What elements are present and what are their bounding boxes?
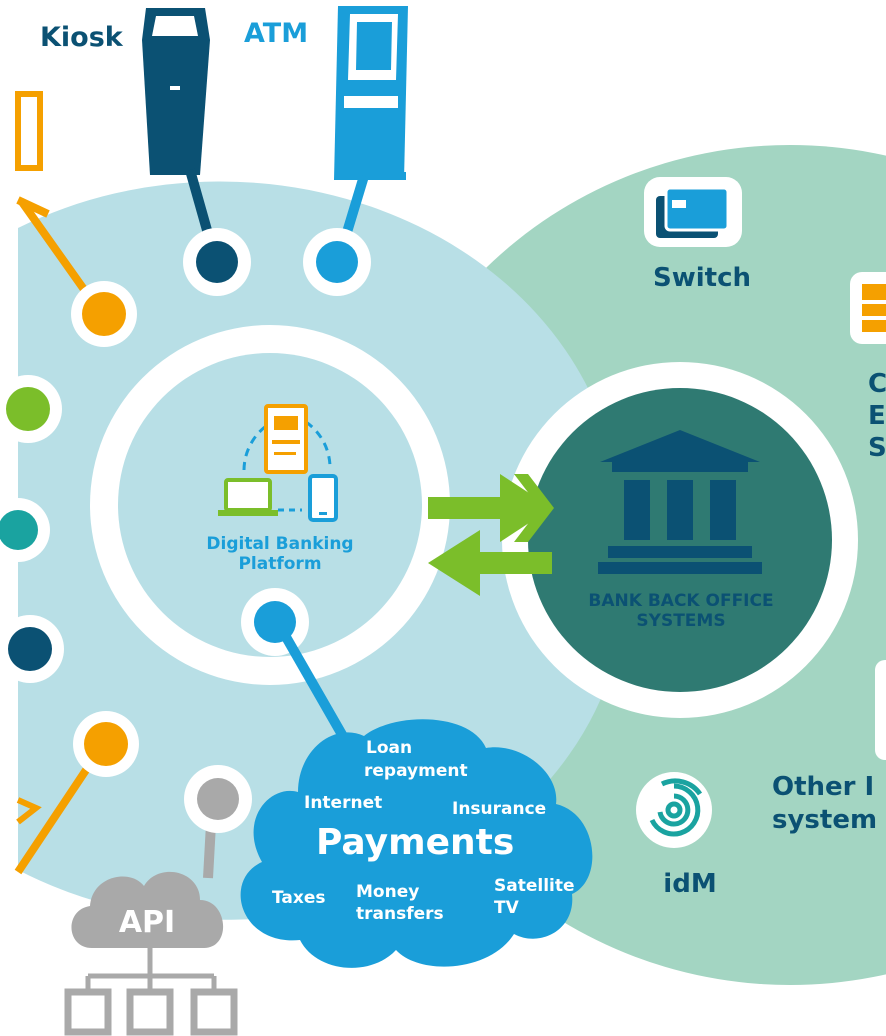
atm-group: ATM xyxy=(244,6,408,296)
api-connector xyxy=(197,778,239,820)
payments-cloud: Loan repayment Internet Insurance Paymen… xyxy=(240,719,593,968)
service-money-line2: transfers xyxy=(356,904,444,924)
platform-label-line2: Platform xyxy=(238,554,321,574)
api-group: API xyxy=(64,765,252,1036)
bank-building-icon xyxy=(598,430,762,574)
partial-label-line3: S xyxy=(868,433,886,463)
service-money-line1: Money xyxy=(356,882,419,902)
service-satellite-line2: TV xyxy=(494,898,520,918)
service-payments: Payments xyxy=(316,822,514,863)
kiosk-group: Kiosk xyxy=(40,8,251,296)
switch-label: Switch xyxy=(653,263,751,293)
kiosk-icon xyxy=(142,8,210,175)
orange-connector-bottom xyxy=(84,722,128,766)
atm-connector xyxy=(316,241,358,283)
partial-label-line2: E xyxy=(868,401,886,431)
idm-label: idM xyxy=(663,869,716,899)
kiosk-label: Kiosk xyxy=(40,22,124,53)
api-label: API xyxy=(119,905,175,940)
bank-label-line2: SYSTEMS xyxy=(636,611,725,631)
partial-label-line1: C xyxy=(868,369,886,399)
right-partial-content: C E S xyxy=(850,272,886,463)
teal-connector xyxy=(0,510,38,550)
orange-connector-top xyxy=(82,292,126,336)
platform-label-line1: Digital Banking xyxy=(206,534,353,554)
idm-group: idM xyxy=(636,772,717,899)
fingerprint-icon xyxy=(649,778,703,837)
service-satellite-line1: Satellite xyxy=(494,876,575,896)
atm-icon xyxy=(334,6,408,180)
other-systems-group: Other I system xyxy=(772,772,877,835)
other-systems-line2: system xyxy=(772,805,877,835)
navy-connector xyxy=(8,627,52,671)
left-edge-fragments xyxy=(0,91,139,875)
atm-label: ATM xyxy=(244,18,308,49)
switch-group: Switch xyxy=(644,177,751,293)
platform-group: Digital Banking Platform xyxy=(206,404,357,755)
service-loan-line1: Loan xyxy=(366,738,412,758)
devices-icon xyxy=(218,404,338,522)
service-internet: Internet xyxy=(304,793,382,813)
bidirectional-arrows-icon xyxy=(428,474,554,596)
kiosk-connector xyxy=(196,241,238,283)
bank-label-line1: BANK BACK OFFICE xyxy=(588,591,773,611)
other-systems-line1: Other I xyxy=(772,772,874,802)
lime-connector xyxy=(6,387,50,431)
payments-cloud-shape xyxy=(240,719,593,968)
api-cloud-network-icon xyxy=(64,871,238,1036)
bank-group: BANK BACK OFFICE SYSTEMS xyxy=(588,430,774,631)
service-insurance: Insurance xyxy=(452,799,546,819)
service-taxes: Taxes xyxy=(272,888,326,908)
service-loan-line2: repayment xyxy=(364,761,468,781)
